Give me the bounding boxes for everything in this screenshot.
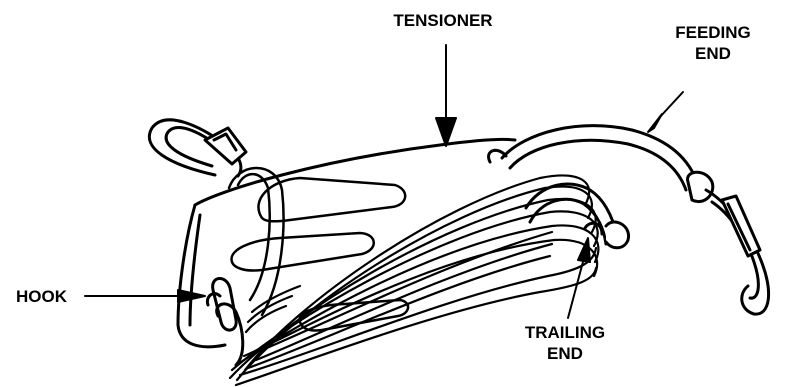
carabiner-top [149, 120, 246, 176]
feeding-end-label: FEEDING END [658, 22, 768, 64]
hook-rings [207, 278, 242, 365]
carabiner-feeding-end [688, 172, 769, 314]
feeding-end-arrowhead [648, 114, 662, 132]
trailing-end-arrowhead [578, 238, 590, 262]
feeding-end-label-line-2: END [658, 43, 768, 64]
trailing-end-label-line-2: END [500, 343, 630, 364]
hook-label: HOOK [16, 286, 82, 307]
tensioner-arrowhead [436, 118, 456, 146]
feeding-end-rope [489, 126, 698, 190]
feeding-end-label-line-1: FEEDING [658, 22, 768, 43]
trailing-end-arrow [568, 258, 584, 318]
trailing-end-rope [526, 184, 629, 248]
trailing-end-label-line-1: TRAILING [500, 322, 630, 343]
leader-arrows [85, 45, 683, 318]
trailing-end-label: TRAILING END [500, 322, 630, 364]
tensioner-label: TENSIONER [378, 10, 508, 31]
